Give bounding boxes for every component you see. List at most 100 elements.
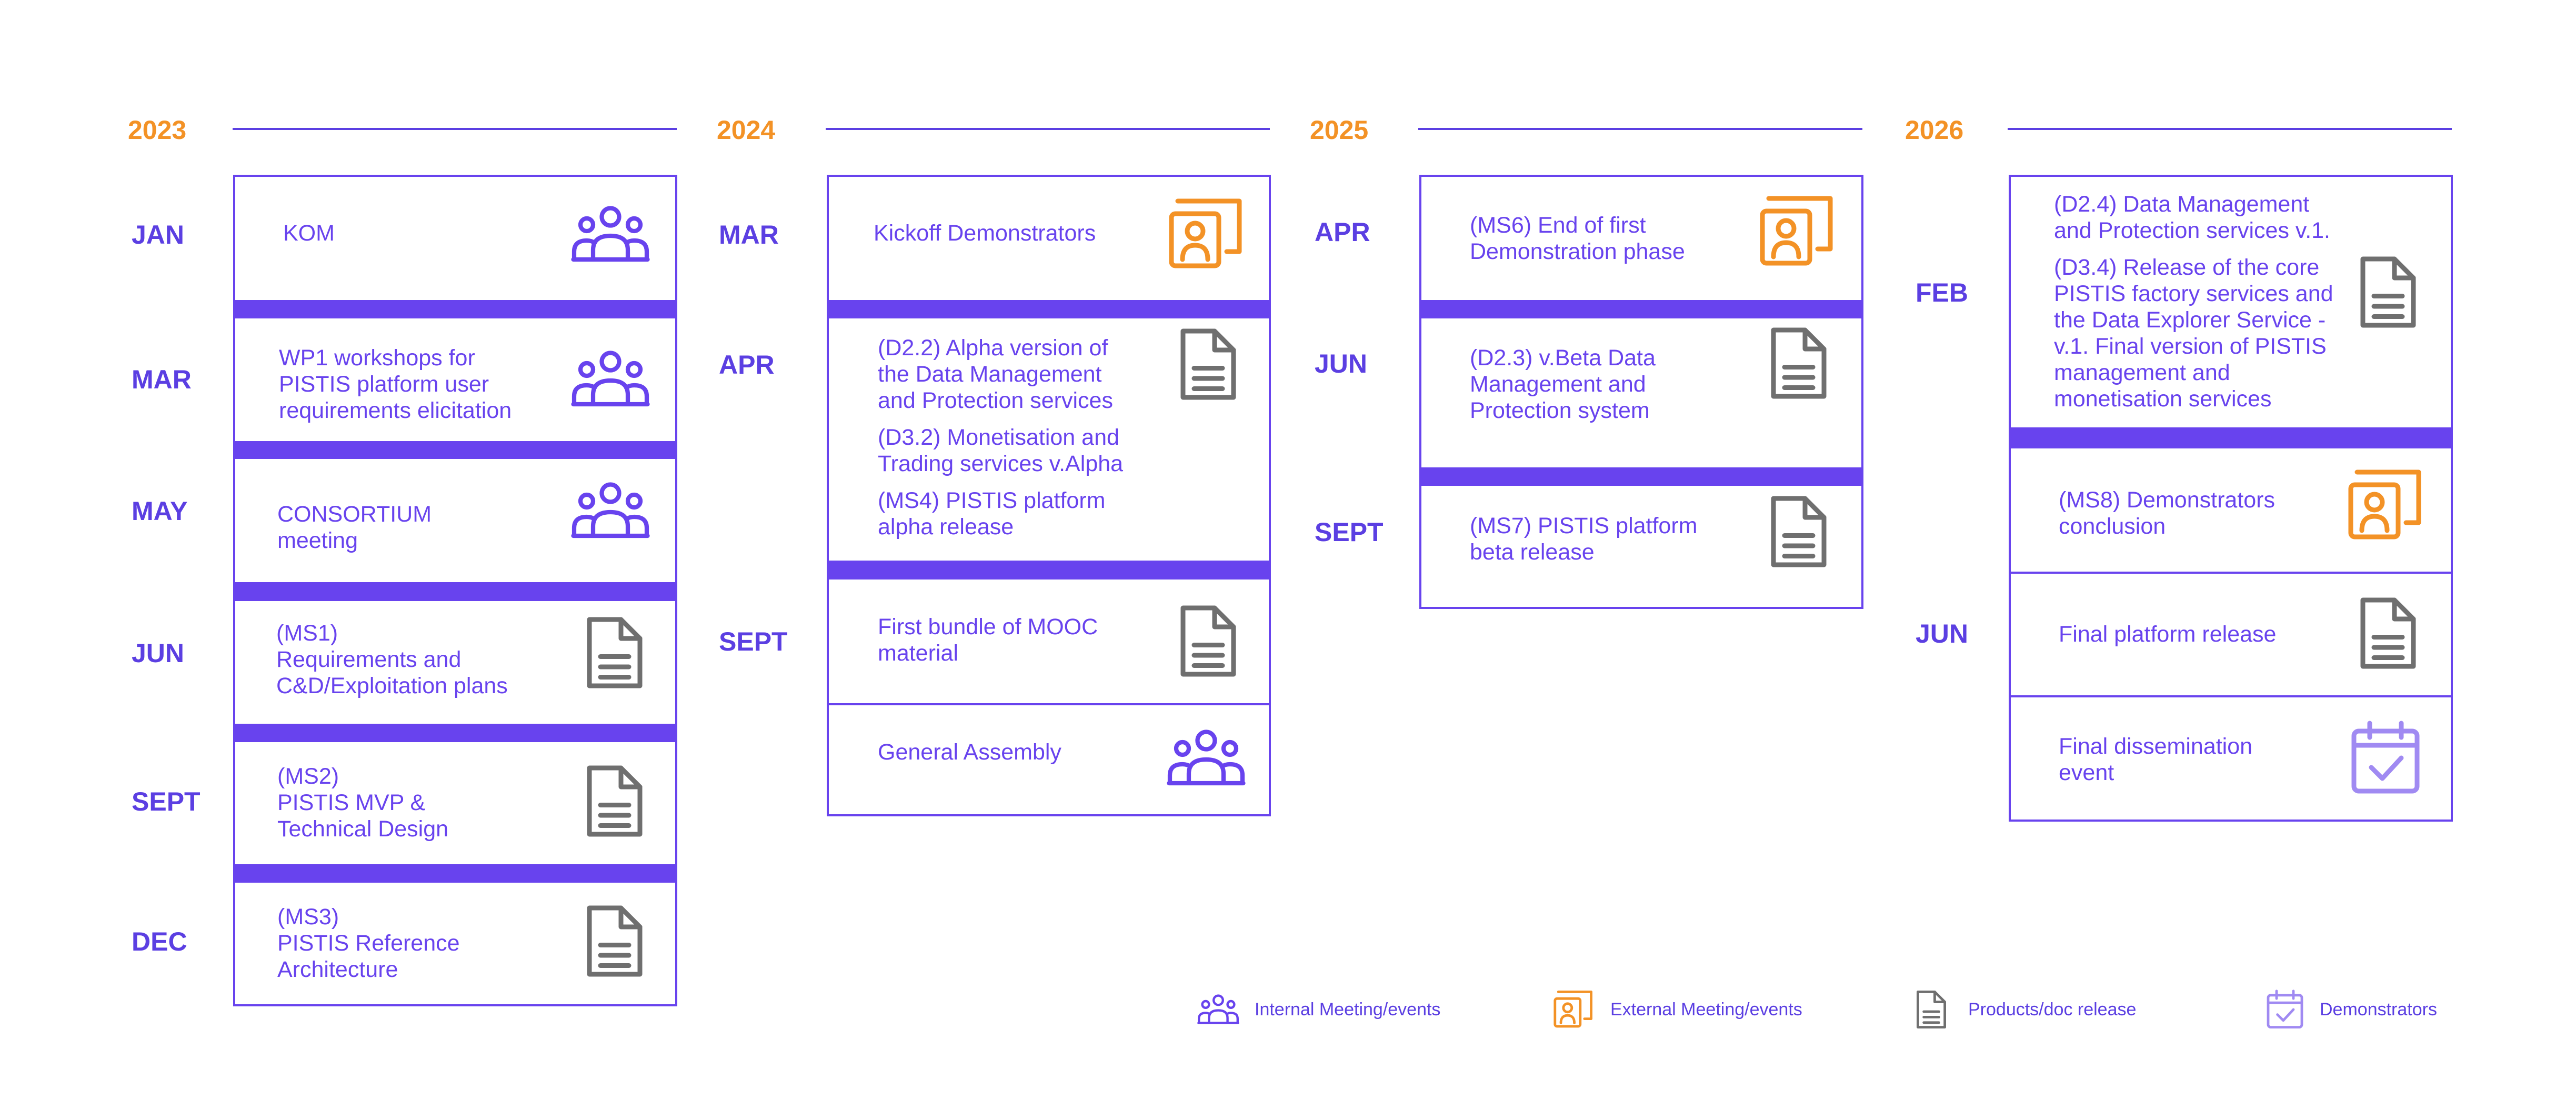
event-text-line: requirements elicitation [279, 398, 512, 423]
event-text-line: (D2.2) Alpha version of [878, 335, 1108, 361]
month-label: MAR [719, 220, 779, 249]
document-icon [1771, 496, 1827, 567]
year-divider-line [2008, 128, 2452, 130]
internal-meeting-icon [1167, 730, 1246, 786]
month-label: SEPT [719, 627, 788, 656]
external-meeting-icon [1760, 196, 1833, 266]
month-label: JUN [132, 638, 185, 668]
month-label: MAY [132, 496, 188, 526]
internal-meeting-icon [571, 206, 650, 262]
event-separator-bar [827, 561, 1271, 580]
event-text-line: beta release [1470, 539, 1595, 565]
event-text-line: (MS1) [276, 621, 338, 646]
event-text-line: Requirements and [276, 647, 462, 672]
internal-meeting-icon [1197, 994, 1239, 1024]
event-text-line: PISTIS MVP & [277, 790, 426, 815]
event-separator-bar [1419, 300, 1863, 318]
external-meeting-icon [1169, 198, 1242, 268]
internal-meeting-icon [571, 482, 650, 538]
event-text-line: WP1 workshops for [279, 345, 475, 371]
event-text-line: Demonstration phase [1470, 239, 1685, 264]
event-separator-bar [233, 582, 677, 601]
month-label: APR [1315, 217, 1370, 247]
month-label: JUN [1315, 349, 1368, 378]
document-icon [1180, 328, 1236, 400]
document-icon [2360, 256, 2416, 328]
year-label: 2024 [717, 115, 776, 145]
month-label: FEB [1916, 278, 1968, 307]
event-text-line: (MS2) [277, 764, 339, 789]
event-text-line: management and [2054, 360, 2230, 385]
event-text-line: PISTIS factory services and [2054, 281, 2333, 306]
event-text-line: (MS3) [277, 904, 339, 930]
event-text-line: CONSORTIUM [277, 502, 432, 527]
event-separator-line [2009, 695, 2453, 697]
event-text-line: (D3.2) Monetisation and [878, 425, 1119, 450]
event-column-frame [827, 175, 1271, 816]
event-text: Final platform release [2059, 621, 2276, 647]
event-text-line: event [2059, 760, 2114, 785]
event-text-line: KOM [283, 221, 335, 246]
event-separator-bar [233, 864, 677, 883]
legend-label: Demonstrators [2320, 1000, 2437, 1020]
event-separator-bar [233, 300, 677, 318]
event-separator-line [827, 703, 1271, 705]
event-text-line: v.1. Final version of PISTIS [2054, 334, 2327, 359]
event-separator-bar [2009, 427, 2453, 448]
event-text: KOM [283, 220, 335, 246]
event-text-line: Technical Design [277, 816, 449, 842]
event-text-line: material [878, 641, 958, 666]
document-icon [1917, 991, 1946, 1028]
event-text-line: (MS6) End of first [1470, 213, 1646, 238]
year-divider-line [826, 128, 1270, 130]
event-text-line: PISTIS platform user [279, 372, 489, 397]
event-text-line: Architecture [277, 957, 398, 982]
event-text-line: First bundle of MOOC [878, 614, 1098, 640]
external-meeting-icon [1553, 991, 1592, 1028]
event-separator-bar [233, 441, 677, 459]
event-text-line: alpha release [878, 514, 1014, 539]
month-label: SEPT [1315, 517, 1384, 547]
event-text: Kickoff Demonstrators [874, 220, 1096, 246]
event-text-line: (MS8) Demonstrators [2059, 487, 2275, 513]
document-icon [587, 765, 643, 837]
event-text: General Assembly [878, 739, 1061, 765]
year-label: 2026 [1905, 115, 1964, 145]
document-icon [1771, 327, 1827, 399]
event-text-line: and Protection services v.1. [2054, 218, 2331, 243]
event-text-line: Final dissemination [2059, 734, 2253, 759]
event-separator-bar [1419, 467, 1863, 486]
event-text-line: (MS4) PISTIS platform [878, 488, 1106, 513]
event-text-line: Protection system [1470, 398, 1650, 423]
month-label: APR [719, 350, 775, 379]
event-text-line: the Data Management [878, 362, 1102, 387]
year-label: 2025 [1310, 115, 1369, 145]
event-text: (MS2)PISTIS MVP &Technical Design [277, 763, 448, 842]
event-separator-bar [827, 300, 1271, 318]
event-text-line: meeting [277, 528, 358, 553]
event-text-line: Kickoff Demonstrators [874, 221, 1096, 246]
month-label: JUN [1916, 619, 1969, 648]
year-divider-line [233, 128, 677, 130]
event-text-line: General Assembly [878, 740, 1061, 765]
year-label: 2023 [128, 115, 187, 145]
event-text-line: (D3.4) Release of the core [2054, 255, 2320, 280]
internal-meeting-icon [571, 351, 650, 407]
event-text-line: Management and [1470, 372, 1646, 397]
event-text-line: conclusion [2059, 514, 2166, 539]
event-text-line: Trading services v.Alpha [878, 451, 1124, 476]
